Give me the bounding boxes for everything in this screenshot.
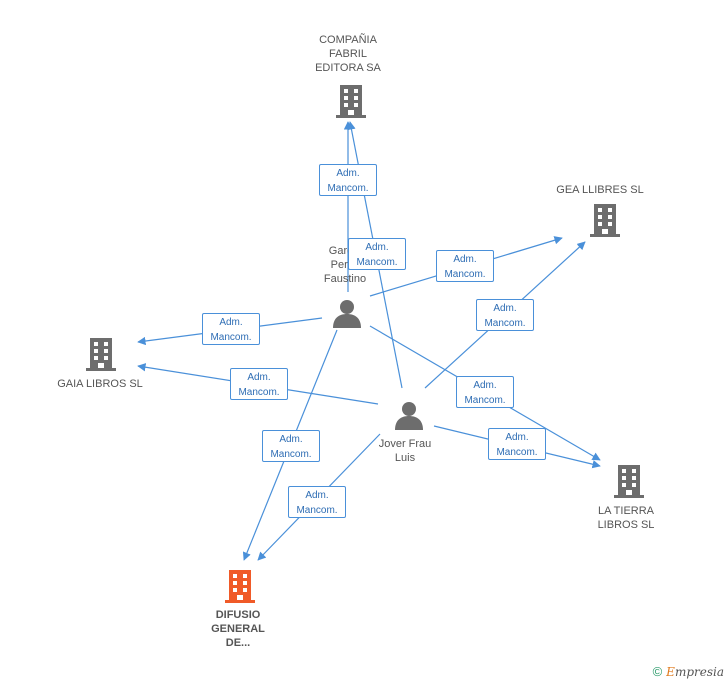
node-label-gaia[interactable]: GAIA LIBROS SL [57, 378, 143, 390]
building-icon-compania [336, 85, 366, 118]
copyright-footer: ©Empresia [653, 664, 724, 679]
edge-label: Adm.Mancom. [488, 428, 546, 460]
edge-label: Adm.Mancom. [436, 250, 494, 282]
node-label-difusio[interactable]: DIFUSIO GENERAL DE... [211, 609, 265, 649]
edge-label: Adm.Mancom. [230, 368, 288, 400]
person-icon-jover [395, 402, 423, 430]
edge-label: Adm.Mancom. [288, 486, 346, 518]
building-icon-gea [590, 204, 620, 237]
edge-label: Adm.Mancom. [202, 313, 260, 345]
node-label-gea[interactable]: GEA LLIBRES SL [556, 184, 644, 196]
edge-label: Adm.Mancom. [348, 238, 406, 270]
node-label-latierra[interactable]: LA TIERRA LIBROS SL [597, 505, 655, 531]
building-icon-latierra [614, 465, 644, 498]
brand-logo: Empresia [666, 665, 724, 679]
person-icon-garcia [333, 300, 361, 328]
node-label-compania[interactable]: COMPAÑIA FABRIL EDITORA SA [315, 34, 381, 74]
edge-label: Adm.Mancom. [476, 299, 534, 331]
node-label-jover[interactable]: Jover Frau Luis [378, 438, 432, 464]
building-icon-difusio [225, 570, 255, 603]
edge-label: Adm.Mancom. [262, 430, 320, 462]
edge-label: Adm.Mancom. [319, 164, 377, 196]
building-icon-gaia [86, 338, 116, 371]
edge-label: Adm.Mancom. [456, 376, 514, 408]
copyright-icon: © [652, 664, 663, 679]
